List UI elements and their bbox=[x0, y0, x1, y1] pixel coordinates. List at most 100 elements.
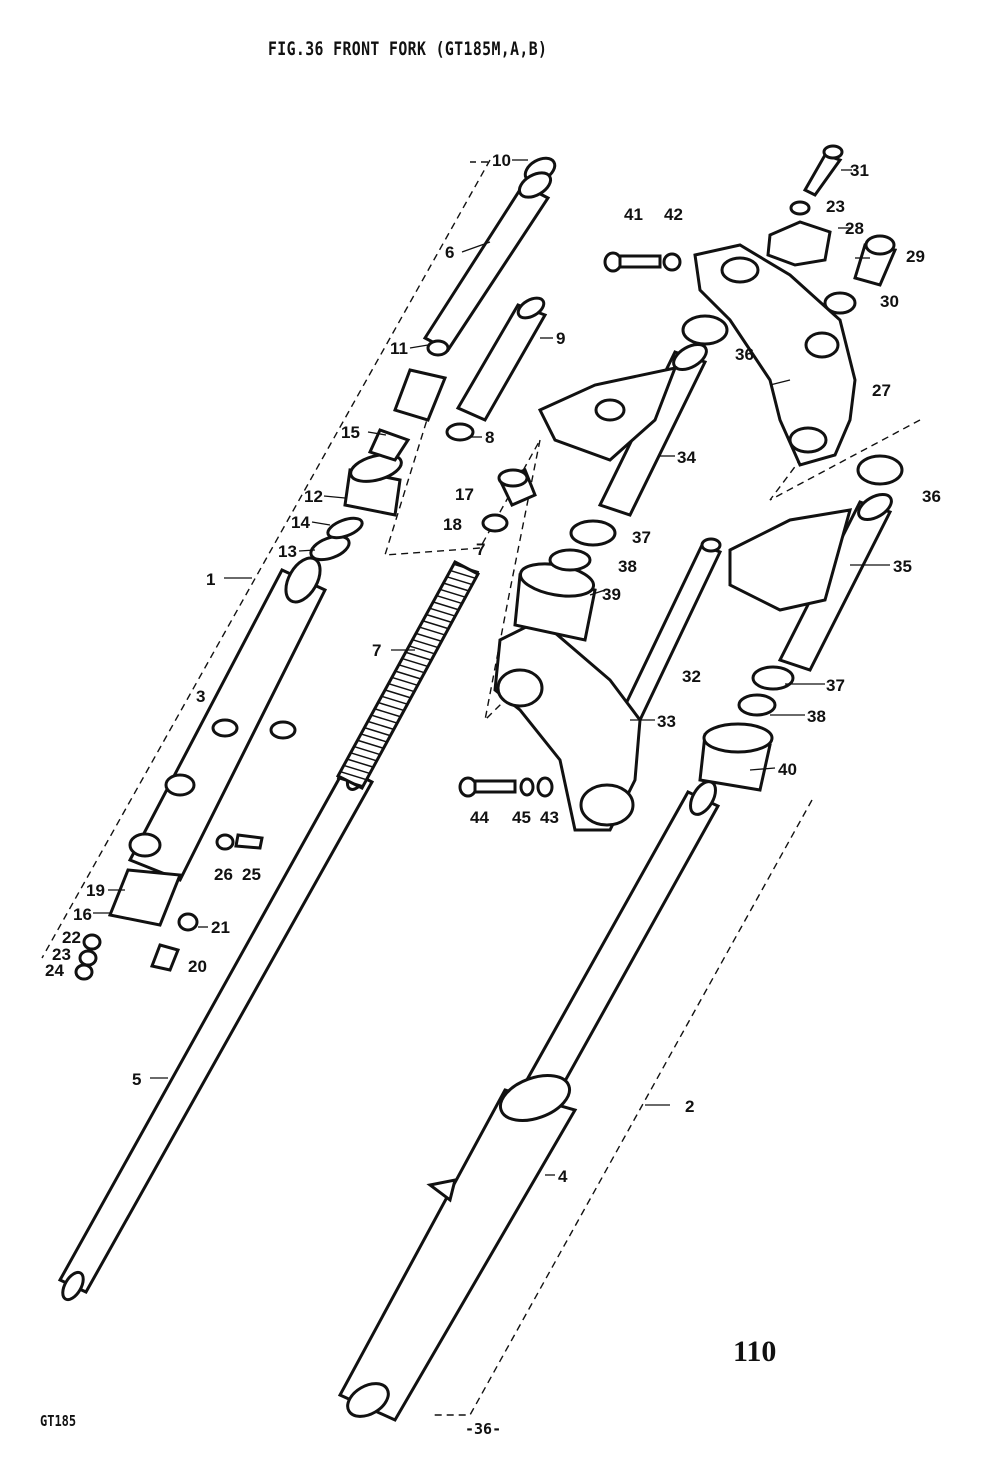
callout-19: 19 bbox=[86, 881, 105, 900]
right-upper-cover bbox=[728, 493, 893, 672]
right-cover-assembly bbox=[698, 665, 795, 792]
callout-23b: 23 bbox=[826, 197, 845, 216]
lower-bracket bbox=[493, 618, 642, 832]
left-inner-tube bbox=[57, 759, 375, 1302]
top-hardware bbox=[766, 144, 898, 315]
fork-spring bbox=[335, 559, 481, 790]
callout-4: 4 bbox=[558, 1167, 568, 1186]
model-code: GT185 bbox=[40, 1412, 77, 1430]
spring-coil bbox=[360, 733, 388, 743]
callout-26: 26 bbox=[214, 865, 233, 884]
spring-coil bbox=[452, 563, 480, 573]
callout-22: 22 bbox=[62, 928, 81, 947]
spring-coil bbox=[415, 632, 442, 642]
callout-28: 28 bbox=[845, 219, 864, 238]
callout-1: 1 bbox=[206, 570, 215, 589]
callout-43: 43 bbox=[540, 808, 559, 827]
callout-41: 41 bbox=[624, 205, 643, 224]
spring-coil bbox=[411, 638, 439, 649]
spring-coil bbox=[364, 726, 391, 737]
spring-coil bbox=[374, 708, 401, 718]
callout-18: 18 bbox=[443, 515, 462, 534]
callout-40: 40 bbox=[778, 760, 797, 779]
callout-44: 44 bbox=[470, 808, 489, 827]
callout-35: 35 bbox=[893, 557, 912, 576]
spring-coil bbox=[418, 626, 446, 636]
callout-14: 14 bbox=[291, 513, 310, 532]
figure-title: FIG.36 FRONT FORK (GT185M,A,B) bbox=[268, 38, 548, 60]
callout-5: 5 bbox=[132, 1070, 141, 1089]
spring-coil bbox=[394, 670, 422, 680]
callout-23a: 23 bbox=[52, 945, 71, 964]
spring-coil bbox=[391, 676, 418, 687]
callout-6: 6 bbox=[445, 243, 454, 262]
right-fork-group-frame bbox=[430, 799, 813, 1416]
left-upper-cover bbox=[537, 343, 708, 517]
callout-11: 11 bbox=[390, 339, 408, 358]
spring-coil bbox=[387, 682, 415, 693]
short-tube bbox=[455, 296, 548, 422]
spring-coil bbox=[370, 714, 398, 724]
spring-coil bbox=[449, 569, 476, 580]
callout-12: 12 bbox=[304, 487, 323, 506]
callout-38a: 38 bbox=[618, 557, 637, 576]
spring-coil bbox=[367, 720, 394, 731]
leader-lines bbox=[93, 159, 890, 1176]
spring-coil bbox=[432, 601, 459, 611]
washer-36-right bbox=[856, 454, 904, 486]
spring-coil bbox=[442, 582, 469, 592]
left-outer-tube bbox=[107, 556, 328, 927]
spring-bracket-frame bbox=[384, 409, 541, 556]
callout-42: 42 bbox=[664, 205, 683, 224]
callout-34: 34 bbox=[677, 448, 696, 467]
callout-36b: 36 bbox=[922, 487, 941, 506]
spring-coil bbox=[435, 594, 463, 605]
steering-stem-head bbox=[693, 243, 857, 467]
callout-labels: 1 2 3 4 5 6 7 7 8 9 10 11 12 13 14 15 16… bbox=[45, 151, 941, 1186]
spring-coil bbox=[408, 645, 435, 655]
callout-7a: 7 bbox=[372, 641, 381, 660]
spring-coil bbox=[381, 695, 408, 705]
spring-coil bbox=[343, 764, 371, 775]
callout-37b: 37 bbox=[826, 676, 845, 695]
callout-33: 33 bbox=[657, 712, 676, 731]
spring-coil bbox=[336, 777, 364, 787]
bolt-17 bbox=[497, 468, 537, 507]
spring-coil bbox=[357, 739, 384, 749]
callout-17: 17 bbox=[455, 485, 474, 504]
sheet-number: -36- bbox=[465, 1420, 502, 1438]
right-outer-tube bbox=[337, 1074, 578, 1422]
spring-coil bbox=[347, 758, 374, 768]
callout-7b: 7 bbox=[476, 540, 485, 559]
damper-rod bbox=[422, 156, 557, 357]
callout-36a: 36 bbox=[735, 345, 754, 364]
spring-coil bbox=[340, 770, 367, 781]
callout-16: 16 bbox=[73, 905, 92, 924]
callout-21: 21 bbox=[211, 918, 230, 937]
spring-coil bbox=[401, 657, 429, 668]
callout-27: 27 bbox=[872, 381, 891, 400]
left-fork-group-frame bbox=[41, 159, 491, 959]
page-number: 110 bbox=[733, 1335, 777, 1368]
callout-8: 8 bbox=[485, 428, 494, 447]
spring-coil bbox=[439, 588, 466, 598]
callout-38b: 38 bbox=[807, 707, 826, 726]
small-hardware-left bbox=[74, 833, 264, 981]
washer-8 bbox=[445, 422, 475, 442]
bolt-41-nut-42 bbox=[603, 251, 682, 273]
spring-coil bbox=[350, 752, 377, 762]
callout-45: 45 bbox=[512, 808, 531, 827]
callout-29: 29 bbox=[906, 247, 925, 266]
callout-37a: 37 bbox=[632, 528, 651, 547]
callout-2: 2 bbox=[685, 1097, 694, 1116]
spring-coil bbox=[398, 663, 425, 674]
callout-13: 13 bbox=[278, 542, 297, 561]
callout-9: 9 bbox=[556, 329, 565, 348]
spring-coil bbox=[428, 607, 456, 617]
washer-36-left bbox=[681, 314, 729, 346]
spring-coil bbox=[445, 575, 473, 586]
spring-coil bbox=[377, 701, 405, 712]
callout-25: 25 bbox=[242, 865, 261, 884]
spring-coil bbox=[425, 613, 452, 624]
callout-10: 10 bbox=[492, 151, 511, 170]
